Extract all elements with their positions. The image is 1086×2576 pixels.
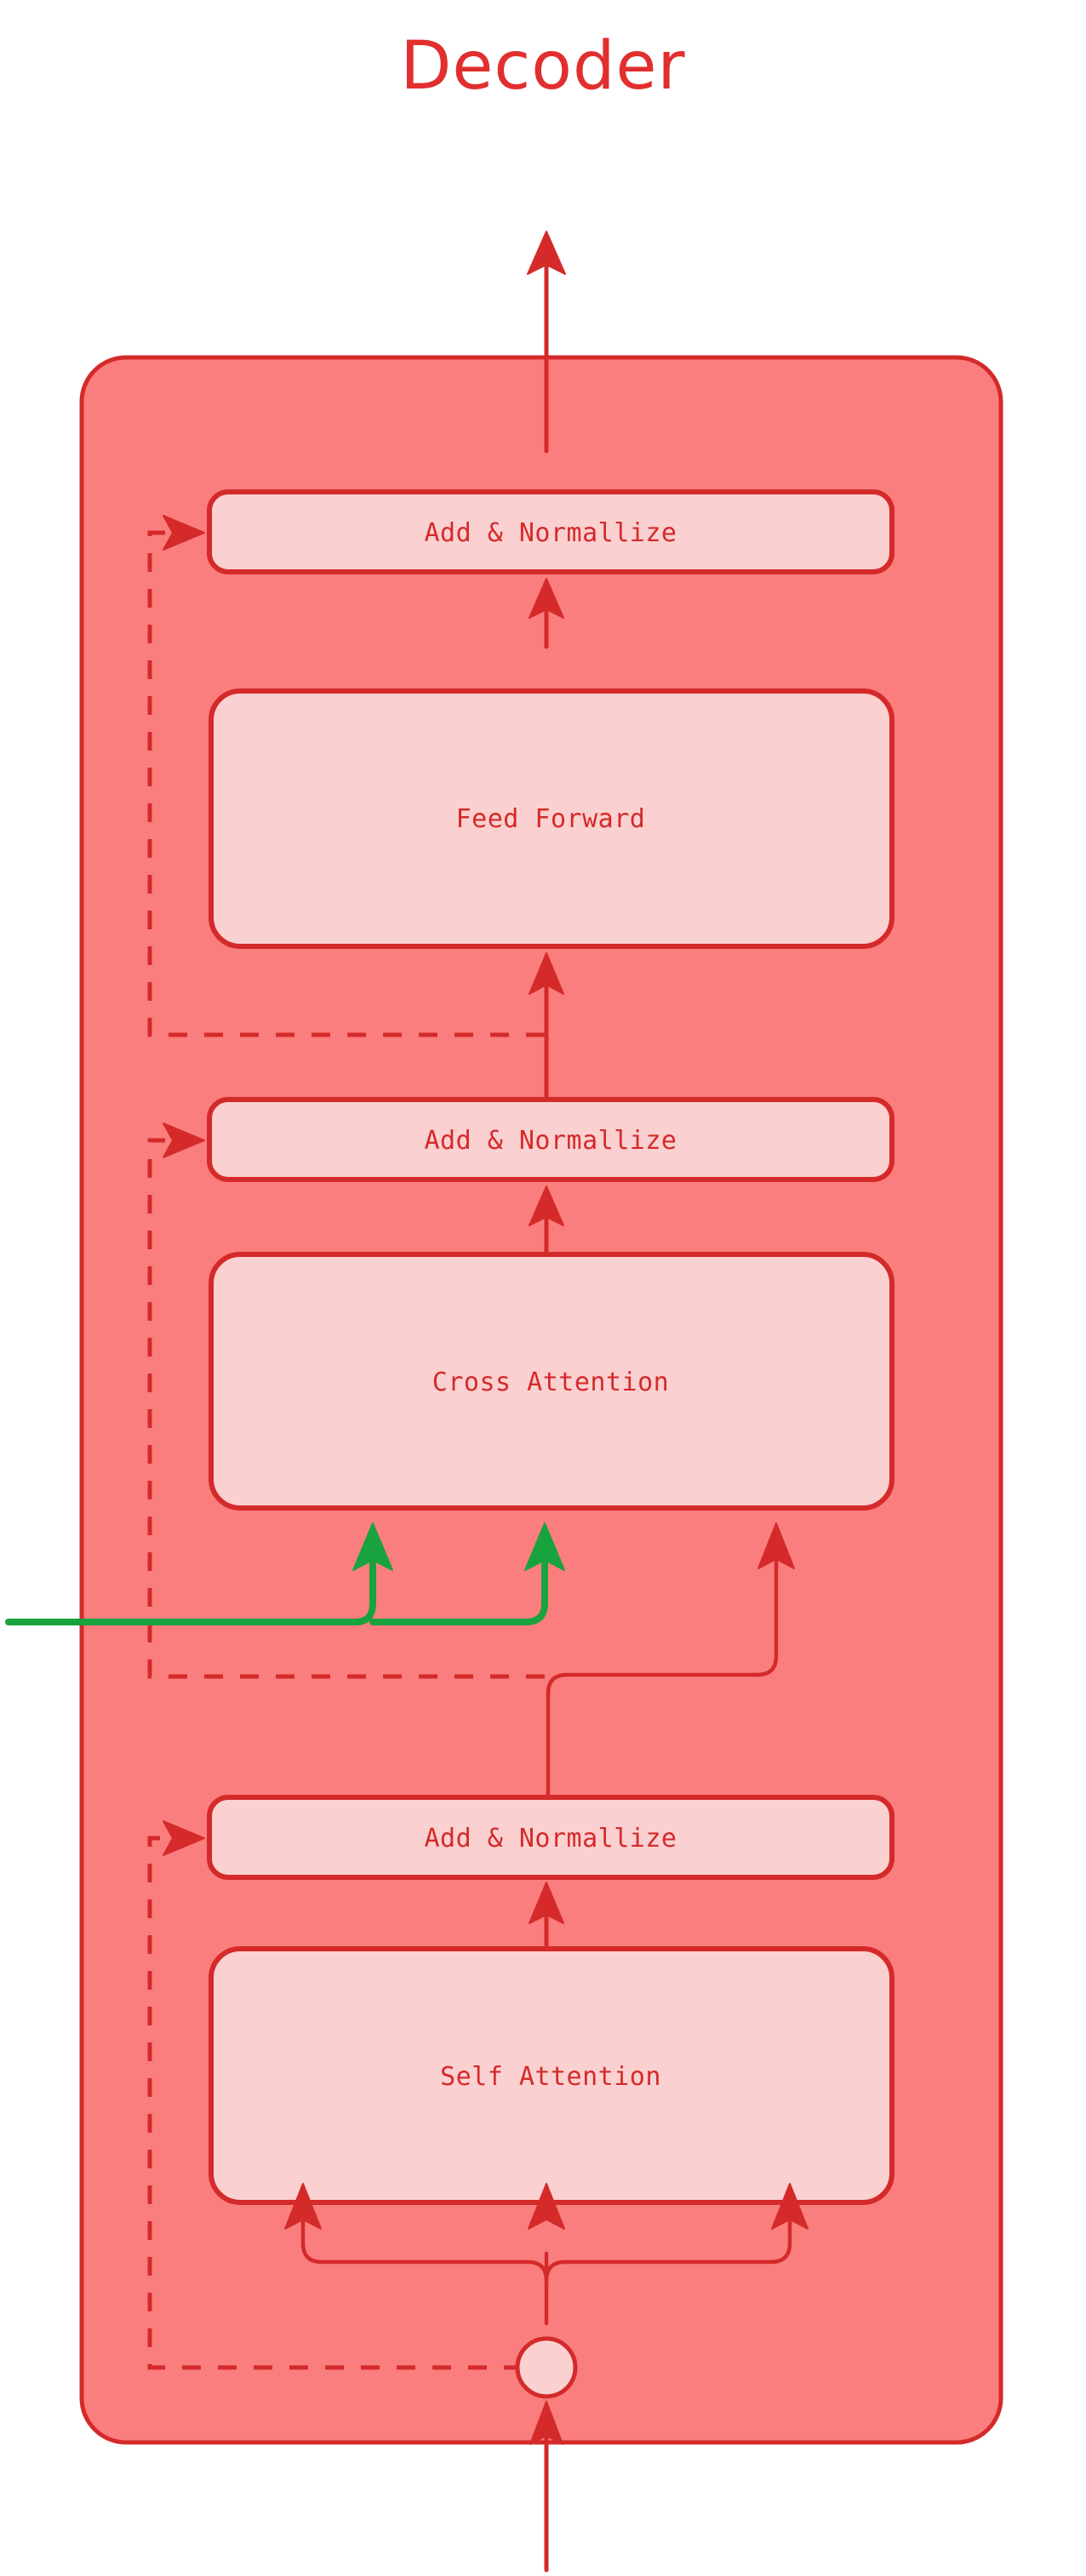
- page-title: Decoder: [400, 28, 685, 105]
- add-norm-bottom-block[interactable]: Add & Normallize: [207, 1795, 895, 1880]
- feed-forward-box[interactable]: [209, 688, 895, 949]
- self-attention-label: Self Attention: [440, 2062, 661, 2092]
- addnorm-to-ff-arrow: [529, 952, 564, 1100]
- cross-attn-to-addnorm-arrow: [529, 1185, 564, 1255]
- encoder-keys-values-connection: [5, 1522, 565, 1625]
- add-norm-top-block[interactable]: Add & Normallize: [207, 489, 895, 574]
- add-norm-top-box[interactable]: [207, 489, 895, 574]
- ff-to-addnorm-arrow: [529, 578, 564, 649]
- add-norm-bottom-label: Add & Normallize: [425, 1824, 677, 1853]
- add-norm-middle-box[interactable]: [207, 1097, 895, 1182]
- add-norm-bottom-box[interactable]: [207, 1795, 895, 1880]
- residual-top-connection: [147, 515, 545, 1037]
- feed-forward-block[interactable]: Feed Forward: [209, 688, 895, 949]
- feed-forward-label: Feed Forward: [456, 804, 646, 834]
- input-split-node[interactable]: [515, 2336, 578, 2399]
- cross-attention-box[interactable]: [209, 1252, 895, 1511]
- self-attention-qkv-connection: [284, 2183, 809, 2326]
- input-arrow: [529, 2401, 563, 2573]
- cross-attn-query-connection: [546, 1522, 795, 1798]
- self-attention-block[interactable]: Self Attention: [209, 1946, 895, 2205]
- add-norm-middle-label: Add & Normallize: [425, 1126, 677, 1156]
- cross-attention-label: Cross Attention: [432, 1368, 669, 1397]
- add-norm-middle-block[interactable]: Add & Normallize: [207, 1097, 895, 1182]
- add-norm-top-label: Add & Normallize: [425, 518, 677, 548]
- cross-attention-block[interactable]: Cross Attention: [209, 1252, 895, 1511]
- output-arrow: [527, 231, 566, 454]
- self-attn-to-addnorm-arrow: [529, 1882, 564, 1950]
- residual-middle-connection: [147, 1122, 545, 1679]
- residual-bottom-connection: [147, 1820, 523, 2370]
